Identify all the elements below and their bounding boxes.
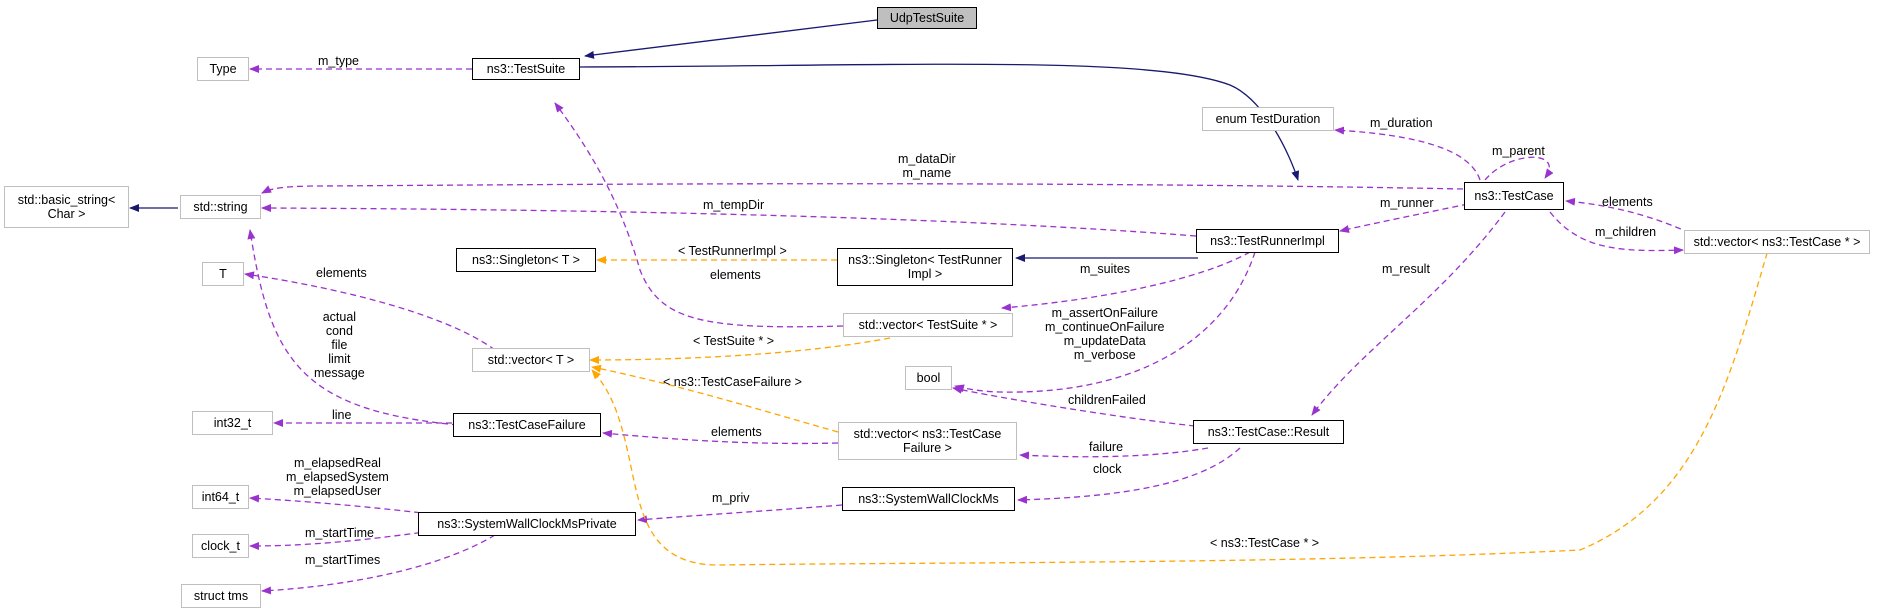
edge-label-m-tempdir: m_tempDir <box>703 198 765 212</box>
edge-systemwallclock-private <box>637 504 843 524</box>
edge-testrunnerimpl-string-tempdir <box>261 204 1197 237</box>
edge-testrunnerimpl-vectortestsuite <box>1001 251 1251 312</box>
node-t: T <box>202 262 244 286</box>
node-testsuite[interactable]: ns3::TestSuite <box>472 58 580 80</box>
edge-label-m-suites: m_suites <box>1080 262 1131 276</box>
edge-private-structtms <box>261 534 496 595</box>
edge-label-elements-suites: elements <box>710 268 761 282</box>
node-vector-testcasefailure: std::vector< ns3::TestCase Failure > <box>838 422 1017 460</box>
edge-label-elements-children: elements <box>1602 195 1653 209</box>
edge-testcase-string-datadir <box>261 183 1464 194</box>
edge-testcase-testrunnerimpl <box>1339 203 1469 233</box>
edge-testcasefailure-string <box>247 229 459 426</box>
node-udptestsuite: UdpTestSuite <box>877 7 977 29</box>
node-struct-tms: struct tms <box>181 584 261 608</box>
edge-label-m-type: m_type <box>318 54 359 68</box>
edge-label-m-parent: m_parent <box>1492 144 1545 158</box>
edge-result-vectorfailure <box>1019 447 1209 460</box>
node-vector-testsuite-ptr: std::vector< TestSuite * > <box>843 313 1013 337</box>
node-systemwallclockms[interactable]: ns3::SystemWallClockMs <box>842 487 1015 511</box>
node-systemwallclockmsprivate[interactable]: ns3::SystemWallClockMsPrivate <box>418 512 636 536</box>
edge-label-elements-failure: elements <box>711 425 762 439</box>
node-bool: bool <box>905 366 952 390</box>
edge-label-m-starttimes: m_startTimes <box>305 553 381 567</box>
edge-vectortestsuite-testsuite-elements <box>554 102 844 328</box>
edge-label-failure-tpl: < ns3::TestCaseFailure > <box>663 375 802 389</box>
edge-label-m-priv: m_priv <box>712 491 750 505</box>
node-testcasefailure[interactable]: ns3::TestCaseFailure <box>453 413 601 437</box>
edge-label-clock: clock <box>1093 462 1122 476</box>
node-testcase-result[interactable]: ns3::TestCase::Result <box>1193 420 1344 444</box>
node-enum-testduration: enum TestDuration <box>1202 107 1334 131</box>
node-int32: int32_t <box>192 411 273 435</box>
edge-testrunnerimpl-bool <box>954 251 1256 393</box>
node-clock-t: clock_t <box>192 534 249 558</box>
edge-result-bool-childrenfailed <box>952 385 1196 427</box>
node-vector-t: std::vector< T > <box>472 348 590 372</box>
edge-result-systemwallclock <box>1017 447 1241 504</box>
edge-label-m-runner: m_runner <box>1380 196 1434 210</box>
edge-label-failure-members: actual cond file limit message <box>314 310 365 380</box>
node-int64: int64_t <box>192 485 249 509</box>
edge-vectorfailure-vectort <box>591 364 839 433</box>
edge-label-elements-t: elements <box>316 266 367 280</box>
edge-label-m-duration: m_duration <box>1370 116 1433 130</box>
edge-label-testrunnerimpl-tpl: < TestRunnerImpl > <box>678 244 787 258</box>
node-basic-string: std::basic_string< Char > <box>4 186 129 228</box>
edge-testcase-vectortestcase-children <box>1549 211 1684 255</box>
edge-label-failure: failure <box>1089 440 1124 454</box>
edge-testcase-testduration <box>1334 126 1481 181</box>
edge-vectortestcase-vectort <box>591 242 1771 566</box>
edge-testcase-parent <box>1484 156 1554 181</box>
node-type: Type <box>197 57 249 81</box>
edge-label-testcase-ptr-tpl: < ns3::TestCase * > <box>1210 536 1320 550</box>
node-vector-testcase-ptr: std::vector< ns3::TestCase * > <box>1684 230 1870 254</box>
edge-label-m-children: m_children <box>1595 225 1657 239</box>
node-std-string: std::string <box>180 195 261 219</box>
edge-testcase-result <box>1311 211 1506 416</box>
edge-label-testsuite-tpl: < TestSuite * > <box>693 334 775 348</box>
edge-udptestsuite-testsuite <box>584 19 878 59</box>
edge-label-bool-members: m_assertOnFailure m_continueOnFailure m_… <box>1045 306 1165 362</box>
node-testrunnerimpl[interactable]: ns3::TestRunnerImpl <box>1196 229 1339 253</box>
edge-vectorfailure-testcasefailure-elements <box>602 429 839 445</box>
edge-label-m-result: m_result <box>1382 262 1430 276</box>
edge-label-m-datadir-name: m_dataDir m_name <box>898 152 956 180</box>
node-singleton-t[interactable]: ns3::Singleton< T > <box>456 248 596 272</box>
edge-vectort-t-elements <box>244 271 496 351</box>
edge-vectortestcase-testcase-elements <box>1565 197 1691 234</box>
edge-label-elapsed: m_elapsedReal m_elapsedSystem m_elapsedU… <box>286 456 389 498</box>
edge-label-line: line <box>332 408 352 422</box>
node-testcase[interactable]: ns3::TestCase <box>1464 182 1564 210</box>
edge-label-childrenfailed: childrenFailed <box>1068 393 1146 407</box>
edge-label-m-starttime: m_startTime <box>305 526 374 540</box>
node-singleton-testrunnerimpl[interactable]: ns3::Singleton< TestRunner Impl > <box>837 248 1013 286</box>
edge-vectortestsuite-vectort <box>589 337 891 364</box>
